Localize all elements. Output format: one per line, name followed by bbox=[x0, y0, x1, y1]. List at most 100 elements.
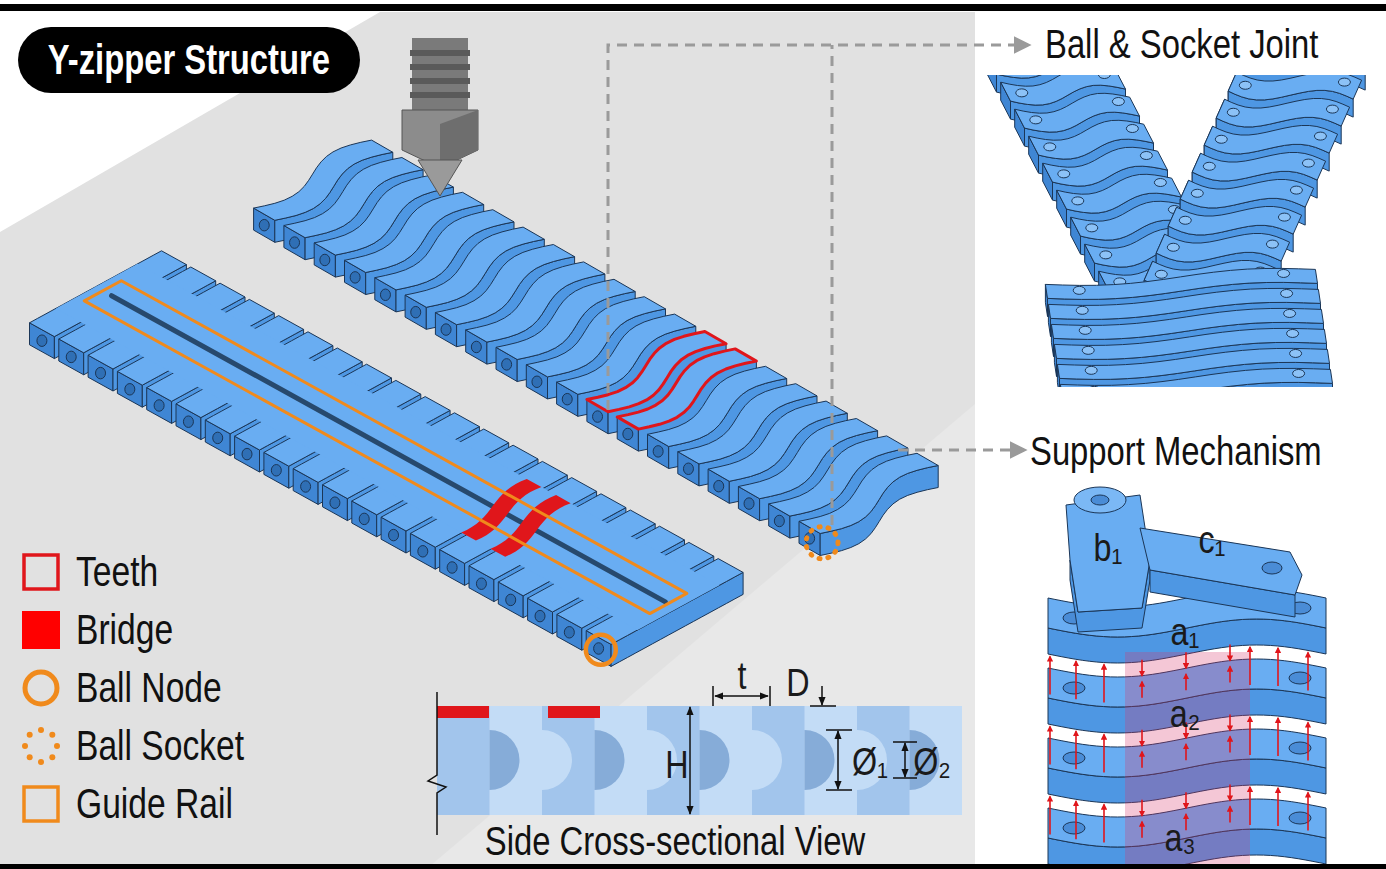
ball-socket-detail bbox=[987, 75, 1374, 387]
dimension-line bbox=[837, 731, 839, 789]
force-arrow bbox=[1075, 801, 1077, 839]
guide-rail-outline bbox=[84, 281, 687, 614]
force-arrow bbox=[1049, 726, 1051, 764]
ball-dome bbox=[1287, 329, 1299, 337]
ball-dome bbox=[1281, 289, 1293, 297]
part-label: a₃ bbox=[1164, 817, 1195, 860]
print-bed bbox=[0, 12, 975, 866]
ball-dome bbox=[1076, 306, 1088, 314]
socket-hole bbox=[502, 359, 512, 371]
section-ball bbox=[752, 730, 782, 790]
link-top-face bbox=[1156, 234, 1289, 262]
force-arrow bbox=[1103, 805, 1105, 843]
ball-dome bbox=[1326, 105, 1338, 113]
legend-swatch bbox=[24, 555, 58, 589]
legend-swatch bbox=[25, 672, 57, 704]
link-top-face bbox=[1228, 75, 1361, 100]
ball-dome bbox=[1338, 78, 1350, 86]
ball-dome bbox=[1314, 132, 1326, 140]
socket-hole bbox=[183, 416, 193, 428]
force-arrow bbox=[1075, 661, 1077, 699]
ball-dome bbox=[1239, 81, 1251, 89]
legend-swatch-frame bbox=[18, 665, 64, 711]
ball-dome bbox=[1203, 162, 1215, 170]
socket-hole bbox=[418, 546, 428, 558]
force-arrow bbox=[1277, 718, 1279, 756]
link-side-face bbox=[987, 75, 997, 92]
legend-swatch-dot bbox=[49, 754, 55, 760]
ball-dome bbox=[1266, 240, 1278, 248]
force-arrow bbox=[1141, 752, 1143, 768]
link-top-face bbox=[1168, 207, 1301, 235]
teeth-outline bbox=[617, 349, 756, 429]
slab-cap bbox=[1074, 487, 1126, 513]
ball-dome bbox=[1278, 269, 1290, 277]
rail-chain bbox=[30, 251, 744, 667]
force-arrow bbox=[1049, 796, 1051, 834]
ball-dome bbox=[1126, 125, 1138, 133]
section-cavity bbox=[490, 730, 520, 790]
ball-node-marker bbox=[586, 635, 616, 665]
section-ball bbox=[542, 730, 572, 790]
part-label: a₂ bbox=[1170, 693, 1201, 736]
ball-dome bbox=[1088, 386, 1100, 387]
legend-swatch-frame bbox=[18, 723, 64, 769]
link-top-face bbox=[1060, 368, 1332, 387]
legend: TeethBridgeBall NodeBall SocketGuide Rai… bbox=[18, 543, 286, 833]
force-arrow bbox=[1141, 730, 1143, 746]
legend-swatch-dot bbox=[38, 759, 44, 765]
dimension-line bbox=[904, 743, 906, 777]
socket-hole bbox=[301, 481, 311, 493]
section-tooth bbox=[490, 706, 543, 815]
socket-hole bbox=[447, 562, 457, 574]
force-arrow bbox=[1229, 715, 1231, 731]
dimension-label: t bbox=[738, 655, 747, 698]
force-arrow bbox=[1277, 648, 1279, 686]
legend-swatch-dot bbox=[22, 743, 28, 749]
legend-text: Teeth bbox=[76, 548, 158, 596]
dimension-line bbox=[712, 686, 714, 706]
section-tooth bbox=[700, 706, 753, 815]
force-arrow bbox=[1185, 652, 1187, 668]
force-arrow bbox=[1185, 744, 1187, 760]
legend-row: Ball Socket bbox=[18, 717, 286, 775]
panel-heading: Side Cross-sectional View bbox=[485, 819, 865, 864]
ball-dome bbox=[1284, 309, 1296, 317]
force-arrow bbox=[1141, 800, 1143, 816]
ball-dome bbox=[1072, 197, 1084, 205]
socket-hole bbox=[774, 515, 784, 527]
support-link-b bbox=[1066, 487, 1150, 632]
ball-dome bbox=[1085, 366, 1097, 374]
legend-swatch-frame bbox=[18, 607, 64, 653]
ball-dome bbox=[1227, 108, 1239, 116]
link-top-face bbox=[1180, 180, 1313, 208]
socket-hole bbox=[96, 367, 106, 379]
ball-dome bbox=[1073, 286, 1085, 294]
force-arrow bbox=[1185, 674, 1187, 690]
socket-hole bbox=[359, 513, 369, 525]
title-pill: Y-zipper Structure bbox=[18, 27, 360, 93]
force-arrow bbox=[1277, 788, 1279, 826]
legend-swatch-frame bbox=[18, 549, 64, 595]
leader-line bbox=[608, 45, 1028, 410]
legend-text: Ball Node bbox=[76, 664, 222, 712]
socket-hole bbox=[290, 237, 300, 249]
ball-dome bbox=[1016, 89, 1028, 97]
guide-slot bbox=[112, 296, 666, 602]
force-arrow bbox=[1141, 682, 1143, 698]
ball-dome bbox=[1140, 152, 1152, 160]
nozzle-tip bbox=[418, 160, 462, 196]
force-arrow bbox=[1307, 792, 1309, 830]
part-label: a₁ bbox=[1171, 611, 1200, 654]
socket-hole bbox=[623, 428, 633, 440]
dimension-line bbox=[689, 707, 691, 814]
chain-plate bbox=[56, 264, 719, 630]
legend-swatch-dot bbox=[49, 732, 55, 738]
ball-dome bbox=[1302, 159, 1314, 167]
ball-dome bbox=[1167, 243, 1179, 251]
socket-hole bbox=[441, 324, 451, 336]
legend-text: Ball Socket bbox=[76, 722, 244, 770]
force-arrow bbox=[1075, 731, 1077, 769]
force-arrow bbox=[1185, 792, 1187, 808]
ball-dome bbox=[1086, 224, 1098, 232]
